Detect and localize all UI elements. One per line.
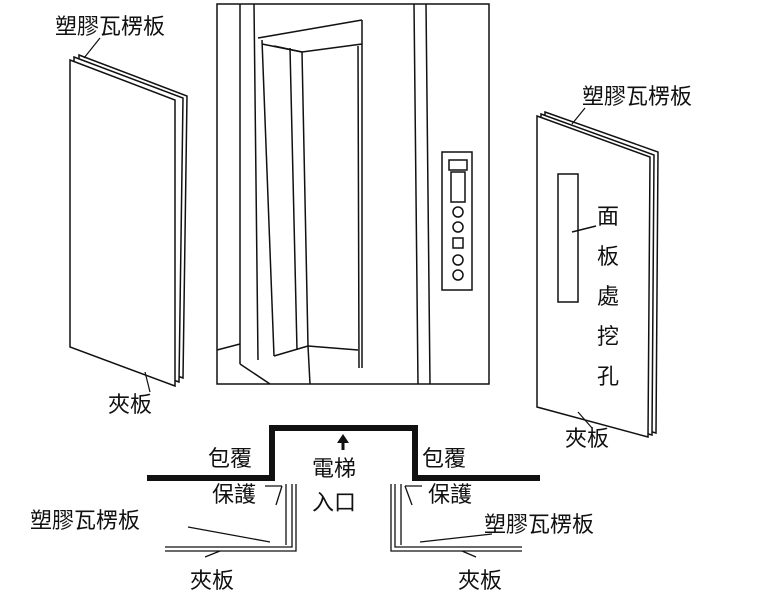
label-bottom-left-plastic-board: 塑膠瓦楞板 xyxy=(30,509,140,534)
label-left-clamp-board: 夾板 xyxy=(108,393,152,418)
right-board xyxy=(536,110,659,438)
label-panel-cutout-3: 處 xyxy=(597,285,619,310)
panel-cutout-leader xyxy=(571,225,597,233)
call-button xyxy=(452,206,464,218)
leader-lines xyxy=(83,37,593,429)
wall-outline xyxy=(147,425,540,481)
left-board-front xyxy=(69,58,176,388)
button-panel xyxy=(441,151,473,291)
label-right-protect: 保護 xyxy=(428,483,472,508)
label-bottom-left-clamp-board: 夾板 xyxy=(190,569,234,594)
label-panel-cutout-1: 面 xyxy=(597,205,619,230)
right-corner-protection xyxy=(390,484,522,558)
label-entrance-line2: 入口 xyxy=(312,491,356,516)
label-panel-cutout-2: 板 xyxy=(597,245,619,270)
elevator-illustration xyxy=(216,3,490,385)
right-board-front xyxy=(536,114,651,438)
call-button xyxy=(452,237,464,249)
leader-right-plastic xyxy=(571,107,586,125)
label-left-plastic-board: 塑膠瓦楞板 xyxy=(55,15,165,40)
leader-left-plastic xyxy=(83,37,101,59)
label-bottom-right-plastic-board: 塑膠瓦楞板 xyxy=(484,513,594,538)
call-button xyxy=(452,254,464,266)
label-left-wrap: 包覆 xyxy=(208,447,252,472)
panel-cutout-slot xyxy=(557,173,579,303)
call-button xyxy=(452,269,464,281)
leader-right-clamp xyxy=(577,411,593,429)
label-right-clamp-board: 夾板 xyxy=(565,427,609,452)
label-panel-cutout-4: 挖 xyxy=(597,325,619,350)
entrance-arrow-icon xyxy=(337,434,349,443)
floor-plan xyxy=(147,425,540,558)
display-window xyxy=(450,171,466,203)
label-bottom-right-clamp-board: 夾板 xyxy=(458,569,502,594)
label-left-protect: 保護 xyxy=(212,483,256,508)
left-board xyxy=(69,53,188,388)
labels: 塑膠瓦楞板 夾板 塑膠瓦楞板 夾板 面 板 處 挖 孔 包覆 保護 包覆 保護 … xyxy=(30,15,692,594)
call-button xyxy=(452,221,464,233)
label-entrance-line1: 電梯 xyxy=(312,457,356,482)
leader-left-clamp xyxy=(144,371,151,393)
label-panel-cutout-5: 孔 xyxy=(597,365,619,390)
left-corner-protection xyxy=(165,484,297,558)
label-right-wrap: 包覆 xyxy=(422,447,466,472)
floor-indicator xyxy=(448,159,468,171)
label-right-plastic-board: 塑膠瓦楞板 xyxy=(582,85,692,110)
